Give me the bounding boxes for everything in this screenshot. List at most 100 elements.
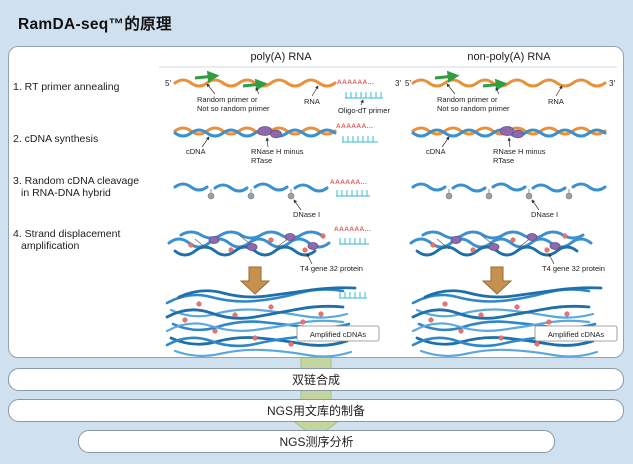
dnase-label: DNase I	[293, 210, 320, 219]
pointer-line	[495, 87, 500, 95]
oligo-dt-primer-icon	[342, 136, 378, 143]
rnase-label-line1: RNase H minus	[493, 147, 546, 156]
rtase-protein	[257, 126, 273, 136]
step1-label: 1. RT primer annealing	[13, 81, 120, 93]
three-prime-label: 3'	[609, 79, 615, 88]
random-primer-arrow	[434, 70, 460, 83]
dnase-label: DNase I	[531, 210, 558, 219]
amplification-arrow	[481, 266, 513, 295]
step3-label-line2: in RNA-DNA hybrid	[21, 187, 111, 199]
pointer-line	[206, 83, 216, 95]
page-title: RamDA-seq™的原理	[18, 16, 172, 33]
workflow-step-ngs-sequencing-analysis: NGS测序分析	[78, 430, 555, 453]
nonpolya-step2: cDNA RNase H minus RTase	[411, 126, 607, 165]
polya-tail-text: AAAAAA...	[337, 79, 374, 86]
workflow-step-label: NGS用文库的制备	[266, 404, 365, 418]
five-prime-label: 5'	[405, 79, 411, 88]
down-arrow-shape	[292, 354, 340, 438]
t4-protein-label: T4 gene 32 protein	[542, 264, 605, 273]
workflow-step-ngs-library-prep: NGS用文库的制备	[8, 399, 624, 422]
amplified-cdnas-callout-left: Amplified cDNAs	[296, 325, 380, 342]
random-primer-arrow	[482, 78, 508, 91]
polya-tail-text: AAAAAA...	[330, 179, 367, 186]
rnase-label-line1: RNase H minus	[251, 147, 304, 156]
random-primer-label-line1: Random primer or	[197, 95, 258, 104]
oligo-dt-primer-icon	[336, 190, 370, 197]
pointer-line	[441, 136, 450, 148]
polya-step1: 5' AAAAAA... 3' Random primer or Not so …	[165, 70, 401, 115]
oligo-dt-primer-label: Oligo-dT primer	[338, 106, 390, 115]
pointer-line	[548, 253, 555, 265]
polya-step2: AAAAAA... cDNA RNase H minus RTase	[173, 123, 378, 165]
primer-dots	[430, 233, 568, 253]
rna-label: RNA	[304, 97, 320, 106]
amplified-cdna-bundle	[165, 286, 357, 357]
diagram-panel: poly(A) RNA non-poly(A) RNA 1. RT primer…	[8, 46, 624, 358]
polya-tail-text: AAAAAA...	[336, 123, 373, 130]
t4-proteins	[208, 233, 319, 251]
amplified-cdnas-label: Amplified cDNAs	[548, 330, 605, 339]
random-primer-label-line2: Not so random primer	[437, 104, 510, 113]
cleaved-cdna-fragment	[491, 182, 527, 192]
amplified-cdnas-callout-right: Amplified cDNAs	[534, 325, 618, 342]
column-header-polya: poly(A) RNA	[250, 51, 312, 63]
primer-dots	[188, 233, 326, 253]
cleaved-cdna-fragment	[293, 183, 329, 193]
displaced-strand	[421, 230, 585, 240]
workflow-down-arrow	[292, 354, 340, 438]
rnase-label-line2: RTase	[493, 156, 514, 165]
cleaved-cdna-fragment	[253, 182, 289, 192]
random-primer-label-line1: Random primer or	[437, 95, 498, 104]
cleaved-cdna-fragment	[531, 183, 567, 193]
pointer-line	[531, 199, 540, 211]
rna-strand	[411, 78, 607, 88]
dnase-particles	[445, 189, 573, 200]
t4-protein-label: T4 gene 32 protein	[300, 264, 363, 273]
pointer-line	[293, 199, 302, 211]
workflow-step-double-strand-synthesis: 双链合成	[8, 368, 624, 391]
cdna-label: cDNA	[186, 147, 206, 156]
nonpolya-step3: DNase I	[411, 182, 607, 219]
displaced-strand	[179, 230, 323, 240]
rna-strand	[173, 126, 337, 136]
polya-tail-text: AAAAAA...	[334, 226, 371, 233]
rnase-label-line2: RTase	[251, 156, 272, 165]
amplified-cdna-bundle	[411, 286, 603, 357]
cleaved-cdna-fragment	[411, 182, 447, 192]
nonpolya-step1: 5' 3' Random primer or Not so random pri…	[405, 70, 615, 113]
workflow-step-label: NGS测序分析	[279, 435, 354, 449]
cleaved-cdna-fragment	[173, 182, 209, 192]
rna-label: RNA	[548, 97, 564, 106]
workflow-step-label: 双链合成	[291, 373, 340, 387]
step3-label-line1: 3. Random cDNA cleavage	[13, 175, 139, 187]
rtase-protein	[270, 129, 282, 139]
step4-label-line2: amplification	[21, 240, 80, 252]
dnase-particles	[207, 189, 295, 200]
rtase-protein	[499, 126, 515, 136]
nonpolya-step4: T4 gene 32 protein	[409, 230, 605, 295]
five-prime-label: 5'	[165, 79, 171, 88]
oligo-dt-primer-icon	[339, 238, 369, 245]
cleaved-cdna-fragment	[451, 183, 487, 193]
random-primer-arrow	[242, 78, 268, 91]
pointer-line	[507, 137, 512, 148]
cdna-label: cDNA	[426, 147, 446, 156]
pointer-line	[201, 136, 210, 148]
pointer-line	[311, 85, 319, 97]
displaced-strand	[173, 245, 317, 257]
pointer-line	[255, 87, 260, 95]
three-prime-label: 3'	[395, 79, 401, 88]
random-primer-label-line2: Not so random primer	[197, 104, 270, 113]
oligo-dt-primer-icon	[339, 292, 367, 299]
cleaved-cdna-fragment	[571, 182, 607, 192]
random-primer-arrow	[194, 70, 220, 83]
pointer-line	[446, 83, 456, 95]
step2-label: 2. cDNA synthesis	[13, 133, 98, 145]
polya-step3: AAAAAA... DNase I	[173, 179, 370, 219]
pointer-line	[265, 137, 270, 148]
ramda-diagram: poly(A) RNA non-poly(A) RNA 1. RT primer…	[13, 51, 618, 357]
pointer-line	[306, 253, 313, 265]
column-header-nonpolya: non-poly(A) RNA	[467, 51, 551, 63]
oligo-dt-primer-icon	[345, 92, 383, 99]
